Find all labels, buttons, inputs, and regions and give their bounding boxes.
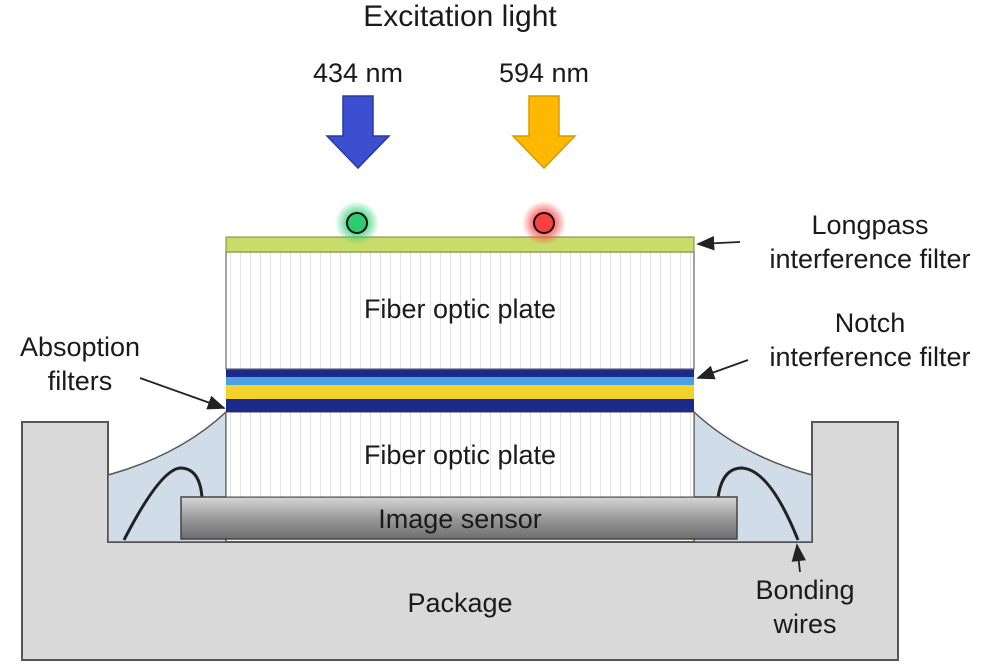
wavelength-blue-label: 434 nm (312, 58, 404, 88)
notch-filter-mid (226, 377, 694, 385)
absorption-filter-blue (226, 399, 694, 412)
package-body (21, 421, 899, 661)
notch-leader-arrow (696, 359, 749, 380)
absorption-filter-yellow (226, 385, 694, 399)
notch-label: Notch interference filter (740, 306, 1000, 374)
absorption-label-line2: filters (47, 366, 113, 396)
longpass-filter (225, 236, 695, 253)
notch-label-line2: interference filter (769, 342, 971, 372)
notch-label-line1: Notch (834, 308, 906, 338)
excitation-title: Excitation light (363, 0, 557, 33)
bonding-label-line2: wires (773, 609, 837, 639)
blue-arrow-icon (325, 95, 391, 170)
fiber-plate-top-label: Fiber optic plate (363, 294, 557, 324)
red-bead (533, 212, 555, 234)
bonding-leader-arrow (791, 543, 806, 573)
longpass-label-line2: interference filter (769, 244, 971, 274)
fiber-plate-top (225, 251, 695, 370)
longpass-label-line1: Longpass (811, 210, 929, 240)
longpass-label: Longpass interference filter (740, 208, 1000, 276)
bonding-label-line1: Bonding (755, 575, 855, 605)
longpass-leader-arrow (696, 236, 741, 251)
fiber-plate-bottom (225, 411, 695, 498)
notch-filter-top (226, 369, 694, 377)
wavelength-yellow-label: 594 nm (498, 58, 590, 88)
image-sensor (180, 496, 738, 540)
absorption-leader-arrow (139, 377, 226, 410)
bonding-wire-right (716, 466, 800, 541)
yellow-arrow-icon (511, 95, 577, 170)
green-bead (346, 212, 368, 234)
absorption-label: Absoption filters (0, 330, 160, 398)
package-label: Package (407, 588, 513, 618)
absorption-label-line1: Absoption (19, 332, 141, 362)
image-sensor-label: Image sensor (378, 504, 542, 534)
bonding-wire-left (122, 466, 204, 541)
fiber-plate-bottom-label: Fiber optic plate (363, 440, 557, 470)
bonding-label: Bonding wires (730, 573, 880, 641)
